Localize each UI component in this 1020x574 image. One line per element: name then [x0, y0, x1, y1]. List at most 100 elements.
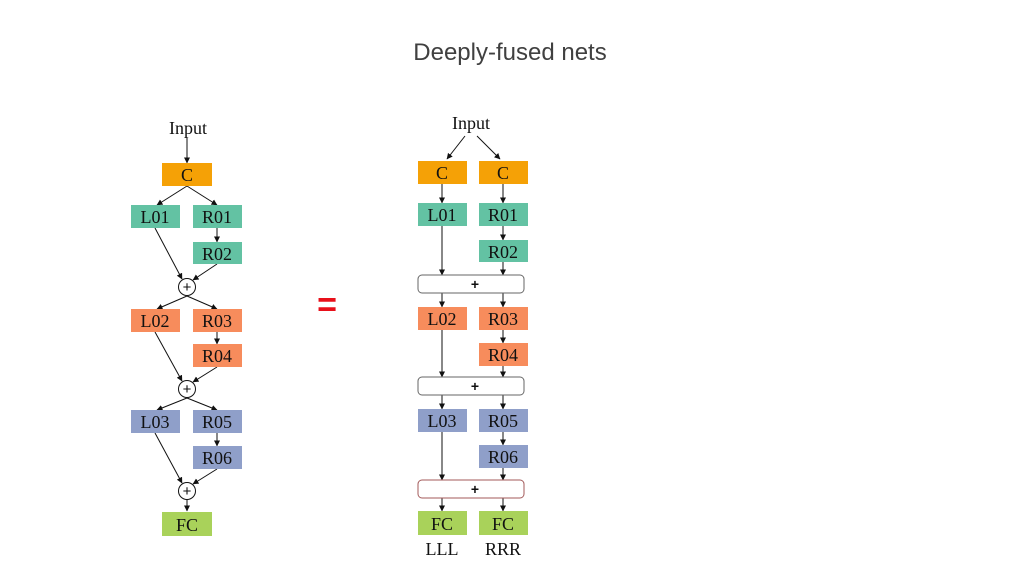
node-r01: R01: [479, 203, 528, 226]
equals-sign: =: [317, 286, 337, 324]
edge: [446, 135, 466, 160]
node-r02-label: R02: [202, 244, 232, 264]
node-r05-label: R05: [202, 412, 232, 432]
node-r03-box: [479, 307, 528, 330]
node-r01: R01: [193, 205, 242, 228]
edge: [476, 135, 501, 160]
node-r05-box: [193, 410, 242, 433]
node-r03-box: [193, 309, 242, 332]
node-r02: R02: [479, 240, 528, 262]
node-r04-label: R04: [202, 346, 232, 366]
node-fc-right-label: FC: [492, 514, 514, 534]
node-l01: L01: [131, 205, 180, 228]
plus-symbol: +: [183, 483, 192, 500]
node-r05-label: R05: [488, 411, 518, 431]
node-fc-right: FC: [479, 511, 528, 535]
fusion-circle: [178, 482, 196, 500]
node-r03-label: R03: [202, 311, 232, 331]
edge: [192, 263, 218, 281]
node-fc-left: FC: [418, 511, 467, 535]
edge: [156, 397, 188, 411]
node-l02-label: L02: [141, 311, 170, 331]
node-r06-box: [193, 446, 242, 469]
fusion-node-3: +: [178, 482, 196, 500]
node-r06: R06: [193, 446, 242, 469]
node-l02: L02: [418, 307, 467, 330]
node-l03: L03: [418, 409, 467, 432]
node-r03: R03: [193, 309, 242, 332]
fusion-bar-2: +: [417, 376, 525, 396]
node-r01-label: R01: [488, 205, 518, 225]
node-fc-left-label: FC: [431, 514, 453, 534]
node-l03-box: [131, 410, 180, 433]
fusion-bar: [417, 479, 525, 499]
node-fc-right-box: [479, 511, 528, 535]
plus-symbol: +: [471, 276, 479, 292]
node-c-right-box: [479, 161, 528, 184]
node-l01: L01: [418, 203, 467, 226]
fusion-bar: [417, 274, 525, 294]
node-l01-label: L01: [141, 207, 170, 227]
edge: [154, 432, 183, 484]
edge: [154, 331, 183, 382]
node-l03-label: L03: [428, 411, 457, 431]
plus-symbol: +: [183, 279, 192, 296]
node-l01-box: [418, 203, 467, 226]
node-c-left-label: C: [436, 163, 448, 183]
node-r04-box: [479, 343, 528, 366]
node-r02-box: [479, 240, 528, 262]
node-l02-box: [418, 307, 467, 330]
node-r05-box: [479, 409, 528, 432]
left-input-label: Input: [169, 118, 207, 138]
slide-title: Deeply-fused nets: [413, 39, 606, 66]
node-c: C: [162, 163, 212, 186]
fusion-node-2: +: [178, 380, 196, 398]
node-r03-label: R03: [488, 309, 518, 329]
node-c-left: C: [418, 161, 467, 184]
node-l03-box: [418, 409, 467, 432]
right-input-label: Input: [452, 113, 490, 133]
node-r04-label: R04: [488, 345, 518, 365]
node-r05: R05: [479, 409, 528, 432]
node-fc: FC: [162, 512, 212, 536]
edge: [192, 366, 218, 383]
node-r04: R04: [479, 343, 528, 366]
node-r06-box: [479, 445, 528, 468]
edge: [186, 397, 218, 411]
plus-symbol: +: [183, 381, 192, 398]
right-diagram: Input C C L01: [417, 113, 528, 559]
fusion-bar-3: +: [417, 479, 525, 499]
node-r06-label: R06: [202, 448, 232, 468]
node-c-box: [162, 163, 212, 186]
node-r02-box: [193, 242, 242, 264]
fusion-circle: [178, 380, 196, 398]
edge: [186, 185, 218, 206]
node-r02: R02: [193, 242, 242, 264]
node-c-right: C: [479, 161, 528, 184]
node-c-label: C: [181, 165, 193, 185]
node-l03-label: L03: [141, 412, 170, 432]
node-r04: R04: [193, 344, 242, 367]
node-fc-label: FC: [176, 515, 198, 535]
node-fc-left-box: [418, 511, 467, 535]
node-r06-label: R06: [488, 447, 518, 467]
node-l01-box: [131, 205, 180, 228]
fusion-bar-1: +: [417, 274, 525, 294]
node-r05: R05: [193, 410, 242, 433]
node-c-right-label: C: [497, 163, 509, 183]
plus-symbol: +: [471, 378, 479, 394]
node-r01-box: [193, 205, 242, 228]
edge: [156, 185, 188, 206]
edge: [192, 468, 218, 485]
node-r01-label: R01: [202, 207, 232, 227]
node-r01-box: [479, 203, 528, 226]
output-label-lll: LLL: [426, 539, 459, 559]
node-c-left-box: [418, 161, 467, 184]
node-l02: L02: [131, 309, 180, 332]
node-r03: R03: [479, 307, 528, 330]
node-l02-box: [131, 309, 180, 332]
left-diagram: Input C L01 R01: [131, 118, 242, 536]
node-l03: L03: [131, 410, 180, 433]
